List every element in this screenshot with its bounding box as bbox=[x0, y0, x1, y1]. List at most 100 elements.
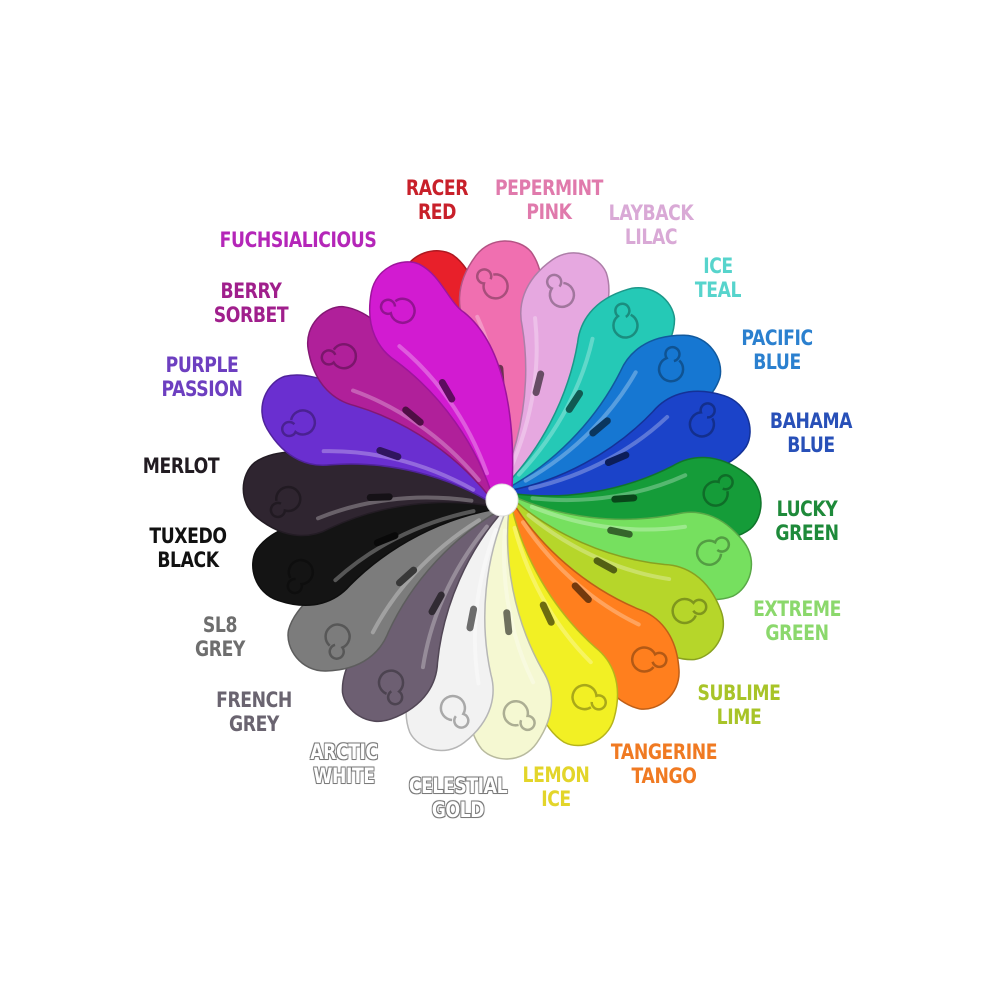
label-line: GOLD bbox=[431, 798, 485, 822]
label-line: ICE bbox=[703, 254, 733, 278]
blade-purple-passion bbox=[261, 374, 509, 508]
swirl-icon bbox=[657, 345, 685, 383]
swirl-icon bbox=[631, 646, 668, 673]
blade-slot bbox=[539, 601, 555, 626]
label-line: PEPERMINT bbox=[494, 176, 604, 200]
label-line: TANGERINE bbox=[610, 740, 718, 764]
label-line: TANGO bbox=[631, 764, 697, 788]
blade-slot bbox=[376, 446, 402, 461]
blade-slot bbox=[395, 566, 418, 587]
blade-slot bbox=[466, 605, 478, 632]
swirl-icon bbox=[545, 273, 576, 309]
label-line: SL8 bbox=[202, 613, 238, 637]
blade-slot bbox=[565, 389, 584, 413]
blade-slot bbox=[611, 494, 638, 503]
swirl-icon bbox=[320, 342, 358, 370]
label-merlot: MERLOT bbox=[143, 454, 220, 478]
label-line: GREY bbox=[195, 637, 245, 661]
label-line: PINK bbox=[526, 200, 572, 224]
label-line: SORBET bbox=[213, 303, 289, 327]
blade-french-grey bbox=[341, 492, 510, 723]
label-line: FUCHSIALICIOUS bbox=[219, 228, 377, 252]
label-line: LAYBACK bbox=[608, 201, 694, 225]
blade-tangerine-tango bbox=[492, 494, 680, 710]
wheel-hub bbox=[485, 483, 519, 517]
label-line: BLUE bbox=[787, 433, 835, 457]
blade-slot bbox=[503, 609, 513, 636]
swirl-icon bbox=[280, 409, 317, 438]
swirl-icon bbox=[571, 683, 607, 711]
swirl-icon bbox=[324, 623, 351, 660]
blade-slot bbox=[373, 532, 399, 547]
swirl-icon bbox=[475, 268, 509, 300]
swirl-icon bbox=[702, 473, 734, 507]
label-line: RACER bbox=[405, 176, 469, 200]
label-line: SUBLIME bbox=[697, 681, 781, 705]
label-line: PURPLE bbox=[165, 353, 239, 377]
swirl-icon bbox=[379, 297, 416, 325]
label-line: TUXEDO bbox=[149, 524, 227, 548]
blade-slot bbox=[366, 493, 393, 502]
swirl-icon bbox=[695, 536, 731, 566]
swirl-icon bbox=[612, 302, 639, 339]
label-line: ICE bbox=[541, 787, 571, 811]
label-line: CELESTIAL bbox=[408, 774, 508, 798]
swirl-icon bbox=[671, 597, 708, 625]
label-line: TEAL bbox=[694, 278, 742, 302]
label-line: GREY bbox=[229, 712, 279, 736]
label-line: FRENCH bbox=[216, 688, 292, 712]
label-line: PACIFIC bbox=[741, 326, 813, 350]
label-line: LEMON bbox=[522, 763, 590, 787]
blade-slot bbox=[428, 591, 445, 616]
blade-fuchsialicious bbox=[368, 261, 514, 504]
label-line: ARCTIC bbox=[310, 740, 378, 764]
label-line: EXTREME bbox=[753, 597, 841, 621]
blade-slot bbox=[402, 406, 424, 426]
label-line: BAHAMA bbox=[769, 409, 853, 433]
label-line: WHITE bbox=[313, 764, 375, 788]
swirl-icon bbox=[269, 485, 302, 519]
label-line: RED bbox=[417, 200, 457, 224]
label-line: BLUE bbox=[753, 350, 801, 374]
label-line: LILAC bbox=[624, 225, 678, 249]
blade-slot bbox=[593, 557, 618, 574]
blade-slot bbox=[532, 370, 545, 396]
label-line: LUCKY bbox=[776, 497, 838, 521]
swirl-icon bbox=[377, 669, 405, 706]
blade-slot bbox=[604, 451, 630, 466]
blade-ice-teal bbox=[495, 287, 676, 508]
label-fuchsialicious: FUCHSIALICIOUS bbox=[220, 228, 377, 252]
blade-pacific-blue bbox=[497, 334, 722, 510]
swirl-icon bbox=[286, 558, 314, 595]
label-line: BERRY bbox=[220, 279, 282, 303]
blade-slot bbox=[607, 526, 633, 538]
blade-slot bbox=[589, 417, 611, 437]
swirl-icon bbox=[688, 402, 716, 438]
label-line: LIME bbox=[716, 705, 762, 729]
swirl-icon bbox=[502, 700, 536, 732]
label-line: GREEN bbox=[775, 521, 839, 545]
blade-slot bbox=[571, 582, 592, 604]
swirl-icon bbox=[439, 694, 470, 729]
label-line: BLACK bbox=[157, 548, 219, 572]
label-line: PASSION bbox=[161, 377, 243, 401]
